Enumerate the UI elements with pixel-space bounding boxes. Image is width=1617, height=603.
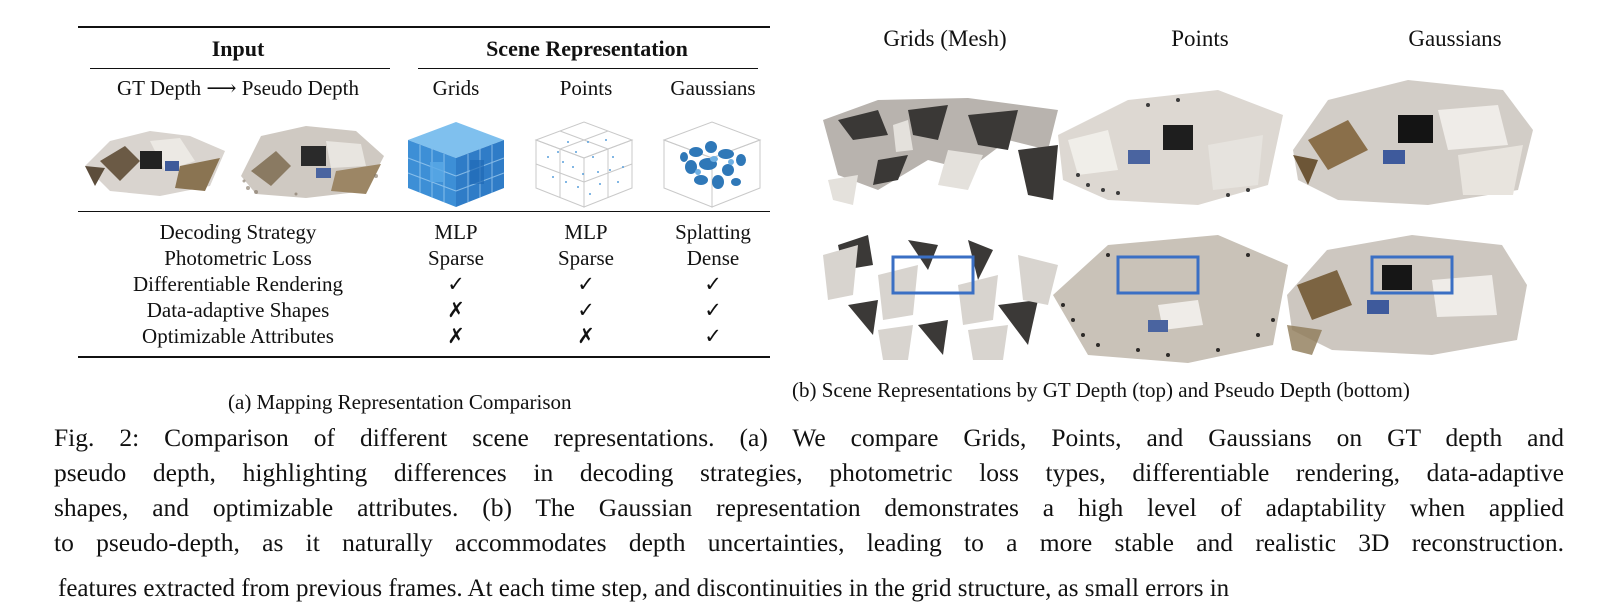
bottom-rule bbox=[78, 356, 770, 358]
cell-optimizable-gaussians: ✓ bbox=[704, 324, 722, 348]
figure-caption-line-1: Fig. 2: Comparison of different scene re… bbox=[54, 423, 1564, 452]
gaussians-gt-reconstruction-image bbox=[1293, 80, 1533, 205]
col-gaussians: Gaussians bbox=[670, 76, 756, 100]
cell-differentiable-grids: ✓ bbox=[447, 272, 465, 296]
header-input: Input bbox=[211, 36, 265, 61]
figure-caption-line-4: to pseudo-depth, as it naturally accommo… bbox=[54, 528, 1564, 557]
row-label-photometric: Photometric Loss bbox=[164, 246, 312, 270]
scene-reconstruction-panel: Grids (Mesh) Points Gaussians bbox=[792, 20, 1610, 415]
pseudo-depth-scene-image bbox=[241, 126, 384, 198]
header-scene-representation: Scene Representation bbox=[486, 36, 688, 61]
cell-optimizable-grids: ✗ bbox=[447, 324, 465, 348]
row-label-differentiable: Differentiable Rendering bbox=[132, 272, 344, 296]
points-gt-reconstruction-image bbox=[1058, 90, 1283, 205]
caption-a: (a) Mapping Representation Comparison bbox=[228, 390, 572, 414]
cell-differentiable-points: ✓ bbox=[577, 272, 595, 296]
input-subheader: GT Depth ⟶ Pseudo Depth bbox=[116, 76, 360, 100]
cell-adaptive-points: ✓ bbox=[577, 298, 595, 322]
mid-rule bbox=[78, 211, 770, 212]
cell-decoding-points: MLP bbox=[564, 220, 608, 244]
representation-table: Input Scene Representation GT Depth ⟶ Ps… bbox=[78, 26, 770, 369]
gaussians-cube-icon bbox=[662, 121, 762, 208]
col-points: Points bbox=[559, 76, 613, 100]
gt-depth-scene-image bbox=[85, 131, 225, 196]
cell-adaptive-grids: ✗ bbox=[447, 298, 465, 322]
top-rule bbox=[78, 26, 770, 28]
row-label-decoding: Decoding Strategy bbox=[159, 220, 317, 244]
figure-caption-line-2: pseudo depth, highlighting differences i… bbox=[54, 458, 1564, 487]
cell-adaptive-gaussians: ✓ bbox=[704, 298, 722, 322]
figure-caption: Fig. 2: Comparison of different scene re… bbox=[54, 420, 1564, 560]
cell-differentiable-gaussians: ✓ bbox=[704, 272, 722, 296]
caption-b: (b) Scene Representations by GT Depth (t… bbox=[792, 378, 1410, 402]
row-label-adaptive: Data-adaptive Shapes bbox=[146, 298, 330, 322]
cell-optimizable-points: ✗ bbox=[577, 324, 595, 348]
cell-decoding-gaussians: Splatting bbox=[675, 220, 751, 244]
body-text-cut-line: features extracted from previous frames.… bbox=[58, 575, 1230, 602]
points-cloud-cube-icon bbox=[534, 121, 634, 208]
cell-photometric-gaussians: Dense bbox=[686, 246, 740, 270]
scene-underline bbox=[418, 68, 758, 69]
cell-decoding-grids: MLP bbox=[434, 220, 478, 244]
mesh-pseudo-reconstruction-image bbox=[823, 235, 1058, 360]
col-grids: Grids bbox=[432, 76, 480, 100]
gaussians-pseudo-reconstruction-image bbox=[1287, 235, 1527, 355]
cell-photometric-points: Sparse bbox=[558, 246, 614, 270]
col-head-points: Points bbox=[1171, 26, 1229, 51]
col-head-grids-mesh: Grids (Mesh) bbox=[883, 26, 1007, 51]
mesh-gt-reconstruction-image bbox=[823, 98, 1058, 205]
points-pseudo-reconstruction-image bbox=[1053, 235, 1288, 363]
cell-photometric-grids: Sparse bbox=[428, 246, 484, 270]
figure-caption-line-3: shapes, and optimizable attributes. (b) … bbox=[54, 493, 1564, 522]
col-head-gaussians: Gaussians bbox=[1408, 26, 1502, 51]
grids-voxel-cube-icon bbox=[407, 122, 505, 207]
row-label-optimizable: Optimizable Attributes bbox=[142, 324, 334, 348]
input-underline bbox=[90, 68, 390, 69]
